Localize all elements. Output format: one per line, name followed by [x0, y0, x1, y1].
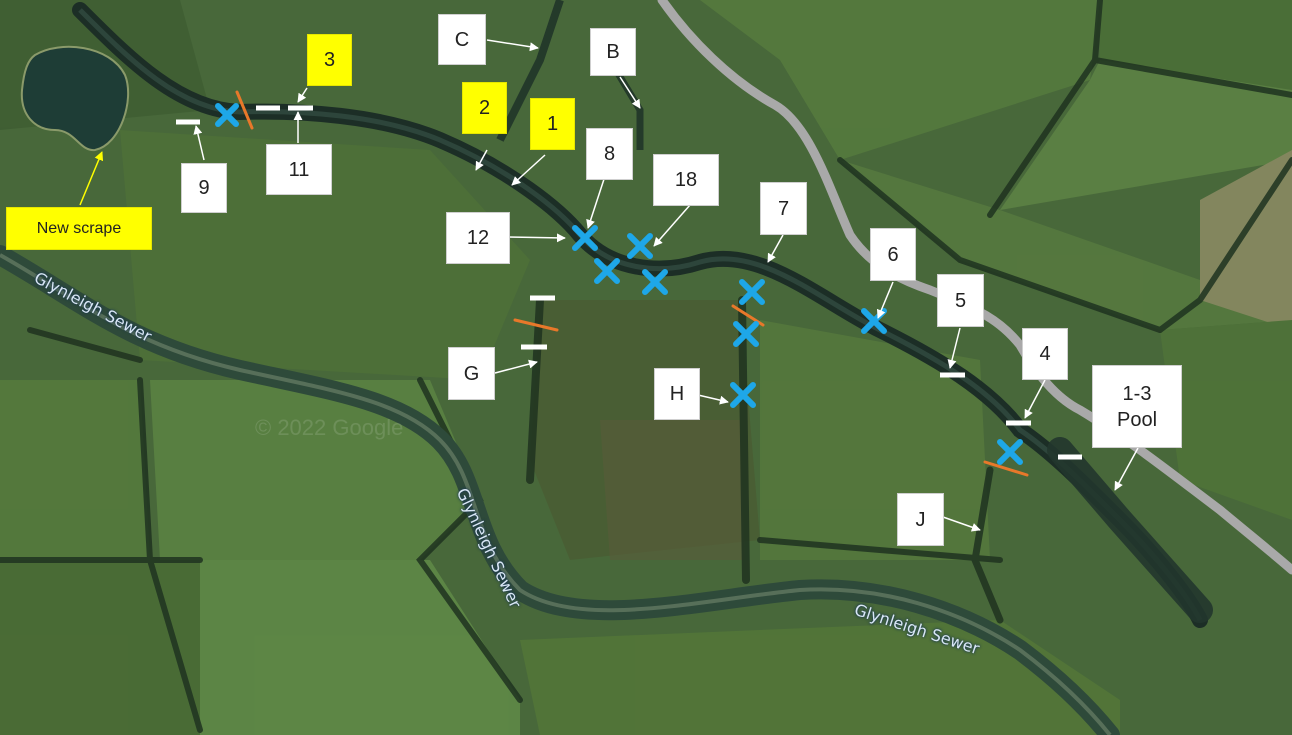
x-marker	[594, 258, 620, 284]
label-g: G	[448, 347, 495, 400]
label-11: 11	[266, 144, 332, 195]
label-new-scrape: New scrape	[6, 207, 152, 250]
label-j: J	[897, 493, 944, 546]
label-pool: 1-3 Pool	[1092, 365, 1182, 448]
label-7: 7	[760, 182, 807, 235]
x-marker	[627, 233, 653, 259]
map-watermark: © 2022 Google	[255, 415, 404, 440]
label-6: 6	[870, 228, 916, 281]
label-12: 12	[446, 212, 510, 264]
label-2: 2	[462, 82, 507, 134]
dash-markers	[176, 105, 1082, 460]
x-marker	[733, 321, 759, 347]
x-marker	[642, 269, 668, 295]
x-marker	[730, 382, 756, 408]
x-marker	[215, 103, 239, 127]
label-8: 8	[586, 128, 633, 180]
label-b: B	[590, 28, 636, 76]
label-3: 3	[307, 34, 352, 86]
label-c: C	[438, 14, 486, 65]
new-scrape-pond	[20, 45, 130, 152]
x-markers	[215, 103, 1023, 465]
callout-arrows	[193, 39, 1139, 532]
label-4: 4	[1022, 328, 1068, 380]
label-h: H	[654, 368, 700, 420]
new-scrape-arrow	[79, 151, 104, 206]
label-1: 1	[530, 98, 575, 150]
x-marker	[739, 279, 765, 305]
x-marker	[572, 225, 598, 251]
label-18: 18	[653, 154, 719, 206]
label-5: 5	[937, 274, 984, 327]
label-9: 9	[181, 163, 227, 213]
x-marker	[997, 439, 1023, 465]
